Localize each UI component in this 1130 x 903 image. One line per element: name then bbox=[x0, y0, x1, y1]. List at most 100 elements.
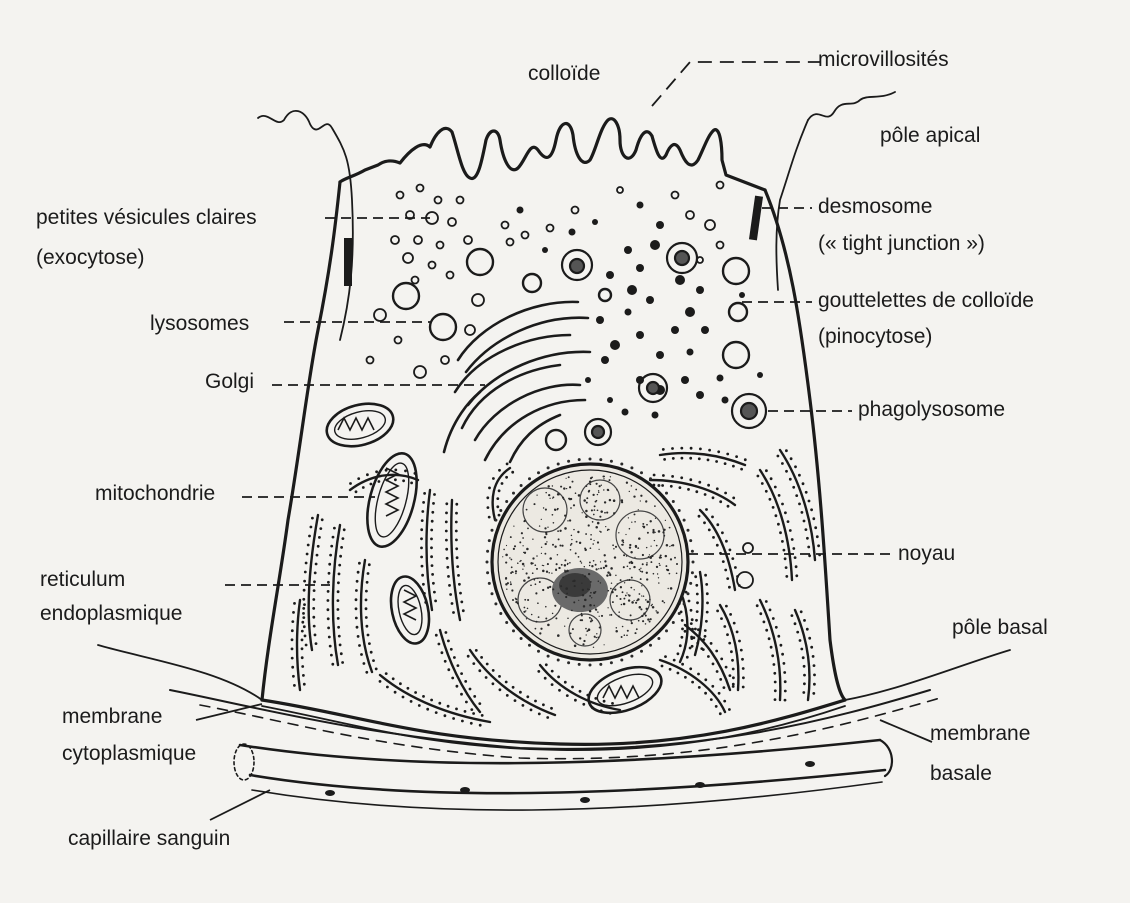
ribosome-dot bbox=[679, 644, 682, 647]
chromatin-dot bbox=[564, 527, 567, 530]
ribosome-dot bbox=[721, 531, 724, 534]
nuclear-pore-dot bbox=[499, 612, 502, 615]
chromatin-dot bbox=[665, 565, 667, 567]
ribosome-dot bbox=[681, 663, 684, 666]
chromatin-dot bbox=[581, 582, 582, 583]
ribosome-dot bbox=[791, 538, 794, 541]
ribosome-dot bbox=[773, 672, 776, 675]
chromatin-dot bbox=[641, 595, 642, 596]
ribosome-dot bbox=[357, 477, 360, 480]
ribosome-dot bbox=[421, 519, 424, 522]
chromatin-dot bbox=[621, 604, 623, 606]
chromatin-dot bbox=[533, 503, 535, 505]
chromatin-dot bbox=[503, 549, 505, 551]
chromatin-dot bbox=[591, 565, 593, 567]
ribosome-dot bbox=[338, 573, 341, 576]
chromatin-dot bbox=[535, 583, 537, 585]
ribosome-dot bbox=[707, 484, 710, 487]
chromatin-dot bbox=[640, 571, 641, 572]
nuclear-pore-dot bbox=[691, 571, 694, 574]
ribosome-dot bbox=[410, 700, 413, 703]
chromatin-dot bbox=[650, 545, 651, 546]
chromatin-dot bbox=[606, 574, 608, 576]
ribosome-dot bbox=[314, 634, 317, 637]
label-golgi: Golgi bbox=[205, 370, 254, 393]
ribosome-dot bbox=[765, 469, 768, 472]
ribosome-dot bbox=[303, 683, 306, 686]
label-microvillosites: microvillosités bbox=[818, 48, 949, 71]
ribosome-dot bbox=[772, 617, 775, 620]
ribosome-dot bbox=[729, 549, 732, 552]
ribosome-dot bbox=[506, 694, 509, 697]
ribosome-dot bbox=[329, 554, 332, 557]
chromatin-dot bbox=[554, 509, 556, 511]
chromatin-dot bbox=[618, 615, 620, 617]
chromatin-dot bbox=[590, 581, 592, 583]
chromatin-dot bbox=[645, 623, 647, 625]
ribosome-dot bbox=[421, 574, 424, 577]
ribosome-dot bbox=[698, 481, 701, 484]
ribosome-dot bbox=[349, 482, 352, 485]
chromatin-dot bbox=[667, 569, 669, 571]
ribosome-dot bbox=[511, 471, 514, 474]
chromatin-dot bbox=[656, 566, 658, 568]
chromatin-dot bbox=[564, 564, 566, 566]
chromatin-dot bbox=[523, 521, 525, 523]
ribosome-dot bbox=[394, 478, 397, 481]
chromatin-dot bbox=[613, 512, 615, 514]
chromatin-dot bbox=[655, 532, 656, 533]
ribosome-dot bbox=[303, 625, 306, 628]
chromatin-dot bbox=[626, 555, 627, 556]
chromatin-dot bbox=[589, 483, 591, 485]
chromatin-dot bbox=[640, 568, 641, 569]
chromatin-dot bbox=[639, 569, 641, 571]
ribosome-dot bbox=[812, 655, 815, 658]
ribosome-dot bbox=[514, 699, 517, 702]
ribosome-dot bbox=[681, 457, 684, 460]
chromatin-dot bbox=[646, 524, 648, 526]
ribosome-dot bbox=[492, 669, 495, 672]
ribosome-dot bbox=[571, 686, 574, 689]
ribosome-dot bbox=[790, 457, 793, 460]
ribosome-dot bbox=[783, 662, 786, 665]
ribosome-dot bbox=[469, 688, 472, 691]
ribosome-dot bbox=[778, 494, 781, 497]
ribosome-dot bbox=[558, 689, 561, 692]
ribosome-dot bbox=[817, 544, 820, 547]
chromatin-dot bbox=[596, 633, 597, 634]
ribosome-dot bbox=[496, 497, 499, 500]
ribosome-dot bbox=[707, 459, 710, 462]
ribosome-dot bbox=[696, 610, 699, 613]
ribosome-dot bbox=[337, 626, 340, 629]
label-tight-junction: (« tight junction ») bbox=[818, 232, 985, 255]
chromatin-dot bbox=[585, 628, 587, 630]
chromatin-dot bbox=[545, 509, 547, 511]
ribosome-dot bbox=[456, 565, 459, 568]
chromatin-dot bbox=[542, 589, 544, 591]
ribosome-dot bbox=[492, 682, 495, 685]
ribosome-dot bbox=[453, 656, 456, 659]
ribosome-dot bbox=[414, 472, 417, 475]
chromatin-dot bbox=[543, 565, 544, 566]
chromatin-dot bbox=[623, 598, 625, 600]
label-reticulum: reticulum bbox=[40, 568, 125, 591]
chromatin-dot bbox=[566, 570, 569, 573]
ribosome-dot bbox=[311, 517, 314, 520]
chromatin-dot bbox=[583, 605, 585, 607]
chromatin-dot bbox=[623, 542, 625, 544]
ribosome-dot bbox=[784, 690, 787, 693]
chromatin-dot bbox=[585, 533, 587, 535]
ribosome-dot bbox=[733, 622, 736, 625]
ribosome-dot bbox=[303, 580, 306, 583]
chromatin-dot bbox=[661, 557, 662, 558]
chromatin-dot bbox=[594, 636, 596, 638]
ribosome-dot bbox=[445, 539, 448, 542]
chromatin-dot bbox=[523, 552, 524, 553]
ribosome-dot bbox=[744, 458, 747, 461]
ribosome-dot bbox=[732, 465, 735, 468]
ribosome-dot bbox=[455, 503, 458, 506]
label-petites-vesicules: petites vésicules claires bbox=[36, 206, 257, 229]
ribosome-dot bbox=[301, 665, 304, 668]
chromatin-dot bbox=[622, 626, 624, 628]
ribosome-dot bbox=[703, 521, 706, 524]
